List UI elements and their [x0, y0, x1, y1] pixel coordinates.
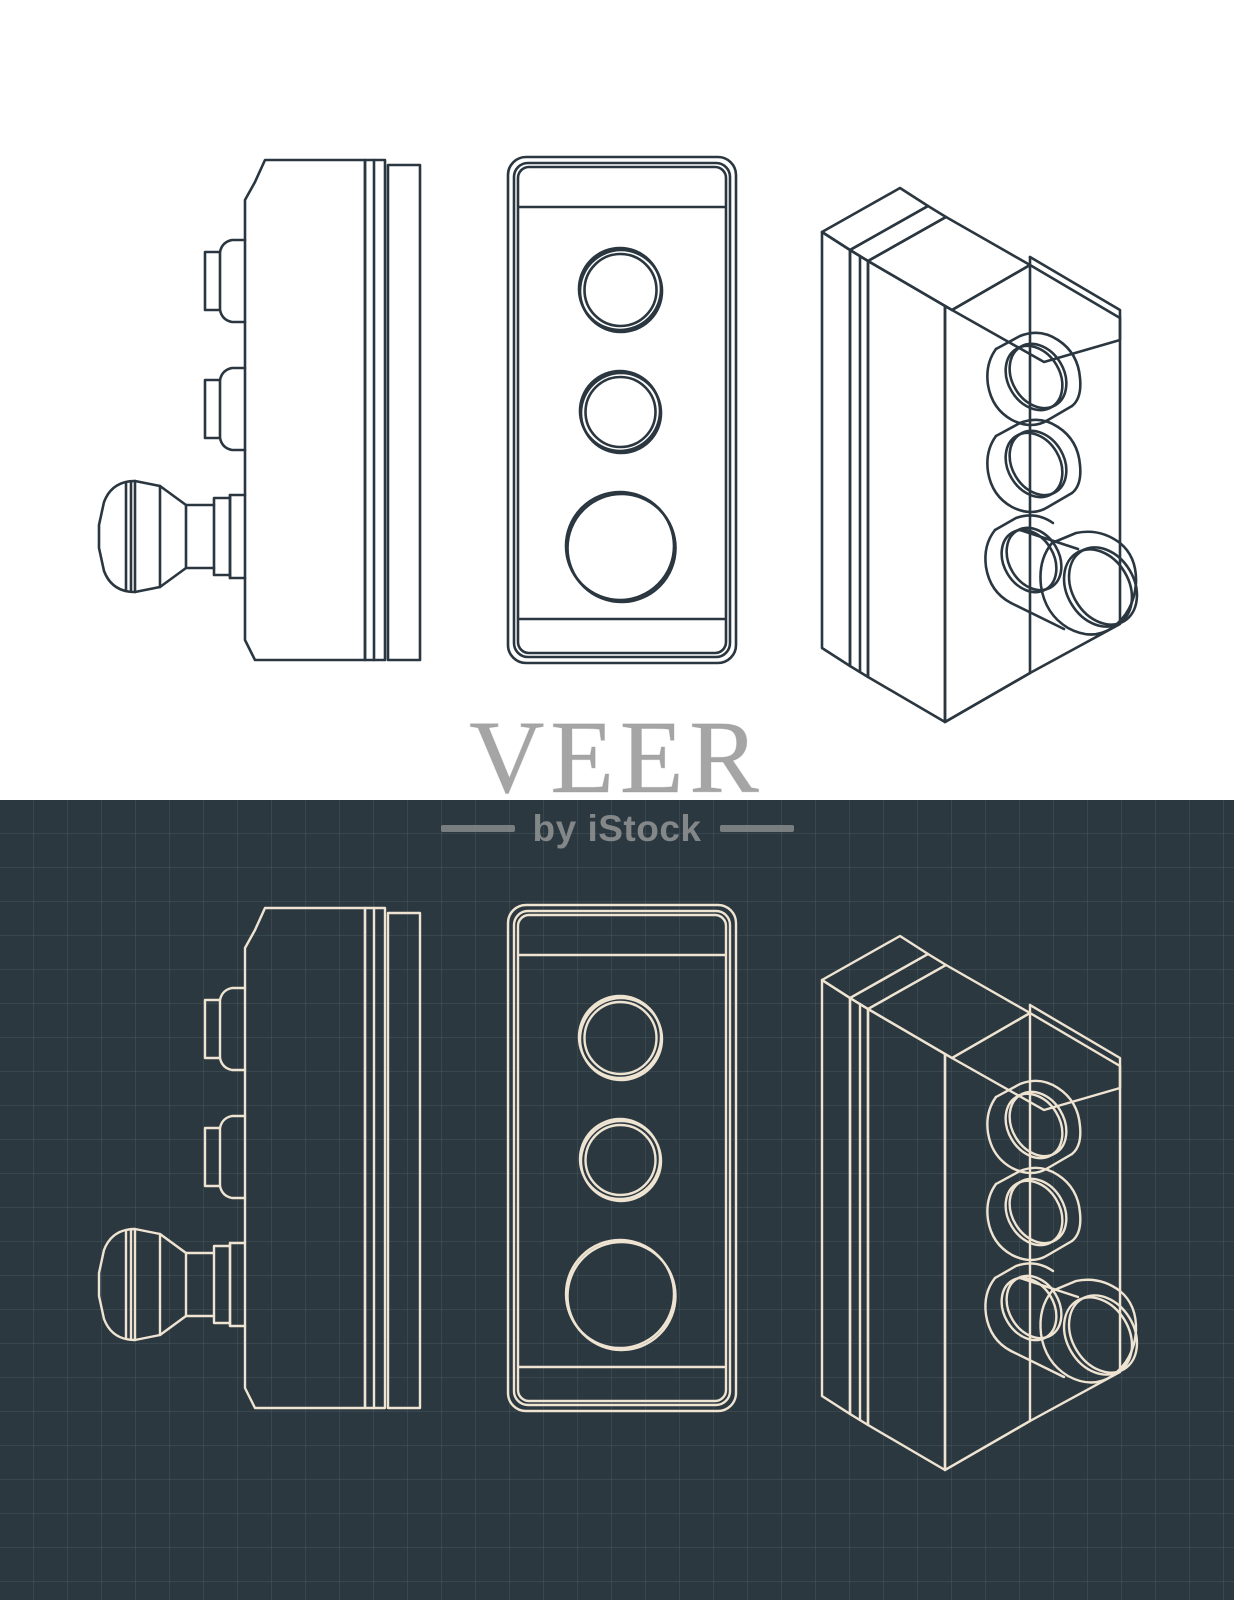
iso-emergency-stop: [984, 514, 1139, 636]
iso-cover-panel-edge: [1028, 255, 1122, 675]
side-view-group: [97, 158, 422, 662]
front-cover-outer-border: [506, 155, 738, 665]
iso-back-plate-top: [820, 934, 930, 1000]
iso-front-face-outline: [943, 671, 1032, 724]
side-cover-rim: [363, 906, 387, 1410]
side-enclosure-body: [243, 158, 367, 662]
iso-pushbutton-upper: [986, 1079, 1082, 1175]
side-cover-rim: [363, 158, 387, 662]
front-cover-inner-border: [512, 161, 732, 659]
white-background-panel: [97, 155, 1139, 724]
front-cover-outer-border: [506, 903, 738, 1413]
dark-drawing: [0, 800, 1234, 1600]
side-view-group-dark: [97, 906, 422, 1410]
front-cover-inner-border-2: [516, 913, 728, 1403]
side-pushbutton-lower: [203, 366, 247, 452]
front-button-hole-middle: [578, 1117, 663, 1203]
iso-cover-panel-edge: [1028, 1003, 1122, 1423]
front-button-hole-estop: [564, 1238, 677, 1352]
side-pushbutton-upper: [203, 238, 247, 324]
iso-panel-fold: [943, 1052, 954, 1060]
isometric-view-group: [820, 186, 1139, 724]
iso-back-plate-top: [820, 186, 930, 252]
front-button-hole-middle: [578, 369, 663, 455]
side-pushbutton-lower: [203, 1114, 247, 1200]
iso-cover-front-face: [866, 259, 947, 724]
iso-emergency-stop: [984, 1262, 1139, 1384]
iso-back-plate: [820, 978, 852, 1416]
front-button-hole-upper: [577, 246, 664, 334]
front-button-hole-estop: [564, 490, 677, 604]
iso-pushbutton-lower: [986, 418, 1082, 514]
iso-pushbutton-upper: [986, 331, 1082, 427]
light-drawing: [97, 155, 1139, 724]
iso-back-plate: [820, 230, 852, 668]
front-cover-inner-border-2: [516, 165, 728, 655]
isometric-view-group-dark: [820, 934, 1139, 1472]
side-emergency-stop: [97, 479, 247, 594]
iso-cover-panel-face: [943, 1003, 1032, 1472]
iso-cover-top-bevel: [866, 963, 1032, 1060]
side-pushbutton-upper: [203, 986, 247, 1072]
front-cover-inner-border: [512, 909, 732, 1407]
iso-cover-front-face: [866, 1007, 947, 1472]
front-view-group-dark: [506, 903, 738, 1413]
side-back-plate: [386, 911, 422, 1410]
iso-cover-rim-top: [848, 204, 948, 263]
front-button-hole-upper: [577, 994, 664, 1082]
iso-pushbutton-lower: [986, 1166, 1082, 1262]
iso-cover-rim-top: [848, 952, 948, 1011]
iso-panel-fold: [943, 304, 954, 312]
side-emergency-stop: [97, 1227, 247, 1342]
side-enclosure-body: [243, 906, 367, 1410]
side-back-plate: [386, 163, 422, 662]
iso-cover-panel-face: [943, 255, 1032, 724]
iso-front-face-outline: [943, 1419, 1032, 1472]
front-view-group: [506, 155, 738, 665]
blueprint-background-panel: [0, 800, 1234, 1600]
iso-cover-top-bevel: [866, 215, 1032, 312]
